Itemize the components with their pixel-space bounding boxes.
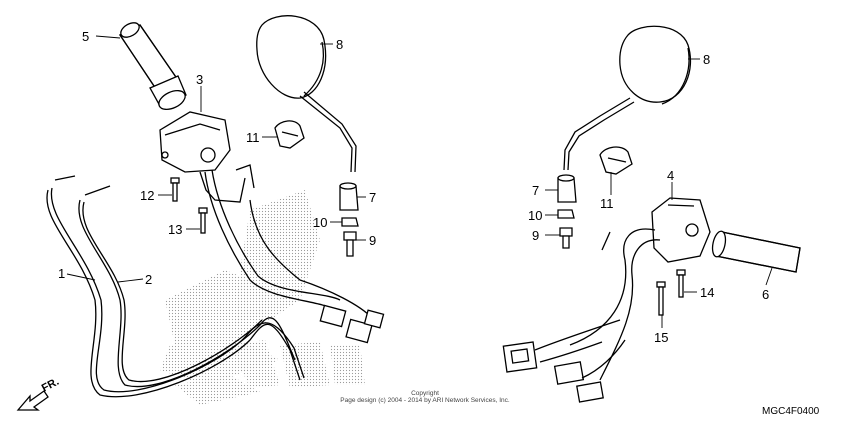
throttle-cable-2[interactable] [78, 185, 296, 388]
grip-right[interactable] [710, 230, 801, 273]
throttle-grip[interactable] [118, 20, 188, 113]
callout-8-left: 8 [336, 37, 343, 52]
mirror-right[interactable] [563, 25, 692, 171]
callout-7-left: 7 [369, 190, 376, 205]
screw-13[interactable] [198, 207, 208, 234]
callout-7-right: 7 [532, 183, 539, 198]
callout-11-left: 11 [246, 130, 260, 145]
callout-9-right: 9 [532, 228, 539, 243]
callout-10-left: 10 [313, 215, 327, 230]
switch-housing-left[interactable] [159, 111, 255, 203]
callout-6: 6 [762, 287, 769, 302]
callout-13: 13 [168, 222, 182, 237]
copyright-title: Copyright [411, 390, 439, 397]
mirror-left[interactable] [256, 15, 357, 173]
left-harness [204, 169, 373, 319]
nut-right[interactable] [557, 209, 575, 219]
bar-end-weight-left[interactable] [339, 182, 359, 211]
bolt-right[interactable] [559, 227, 573, 249]
cable-clamp-right[interactable] [599, 146, 633, 175]
left-connector-b[interactable] [345, 318, 373, 344]
bar-end-weight-right[interactable] [557, 174, 577, 203]
right-harness [534, 319, 626, 379]
callout-11-right: 11 [600, 196, 614, 211]
diagram-code: MGC4F0400 [762, 406, 820, 417]
screw-15[interactable] [656, 281, 666, 316]
callout-15-label: 15 [654, 330, 668, 345]
left-connector-c[interactable] [363, 309, 385, 329]
callout-4: 4 [667, 168, 674, 183]
callout-14-label: 14 [700, 285, 714, 300]
callout-9-left: 9 [369, 233, 376, 248]
nut-left[interactable] [341, 217, 359, 227]
front-direction-indicator: FR. [16, 376, 61, 411]
bolt-left[interactable] [343, 231, 357, 257]
callout-5: 5 [82, 29, 89, 44]
leader-lines [66, 35, 773, 328]
copyright-notice: Page design (c) 2004 - 2014 by ARI Netwo… [340, 397, 510, 404]
screw-14[interactable] [676, 269, 686, 298]
right-connector-c[interactable] [576, 381, 604, 403]
switch-housing-right[interactable] [569, 197, 711, 381]
callout-8-right: 8 [703, 52, 710, 67]
callout-10-right: 10 [528, 208, 542, 223]
callout-12: 12 [140, 188, 154, 203]
left-connector-a[interactable] [319, 304, 347, 328]
right-connector-a[interactable] [502, 341, 538, 373]
cable-clamp-left[interactable] [274, 120, 305, 149]
screw-12[interactable] [170, 177, 180, 202]
callout-1: 1 [58, 266, 65, 281]
callout-3: 3 [196, 72, 203, 87]
right-connector-b[interactable] [553, 361, 585, 385]
front-direction-label: FR. [40, 376, 61, 395]
callout-2: 2 [145, 272, 152, 287]
